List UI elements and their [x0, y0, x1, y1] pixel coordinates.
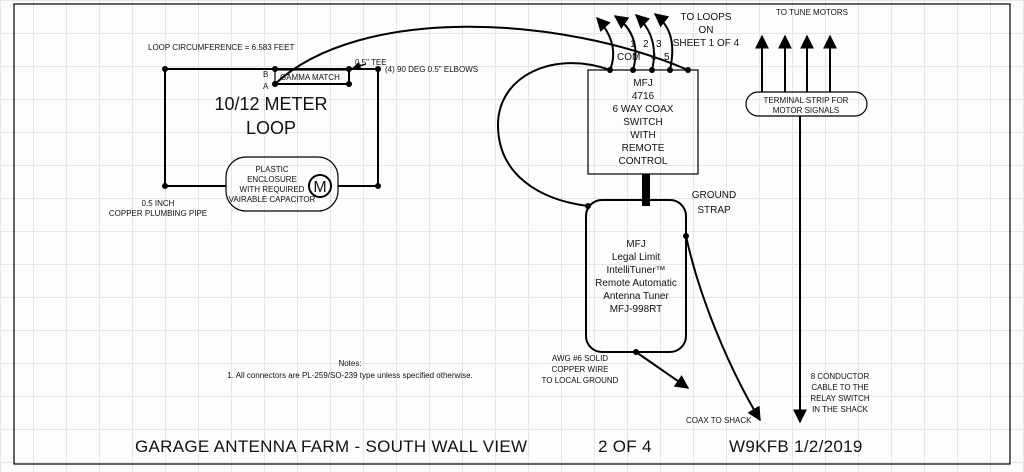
port-b-label: B [263, 70, 268, 79]
ground-strap-line-1: GROUND [692, 190, 736, 201]
switch-line-2: 4716 [632, 91, 655, 102]
coax-to-shack-label: COAX TO SHACK [686, 416, 752, 425]
loop-feed-coax [274, 25, 689, 85]
enclosure-line-1: PLASTIC [255, 165, 289, 174]
port-number-4: 4 [651, 52, 657, 63]
port-number-1: 1 [630, 39, 636, 50]
loop-circumference-label: LOOP CIRCUMFERENCE = 6.583 FEET [148, 43, 294, 52]
enclosure-line-4: VAIRABLE CAPACITOR [229, 195, 316, 204]
footer-sheet: 2 OF 4 [598, 437, 652, 456]
cable-line-4: IN THE SHACK [812, 405, 869, 414]
switch-line-5: WITH [630, 130, 656, 141]
tuner-line-4: Remote Automatic [595, 278, 677, 289]
awg-line-1: AWG #6 SOLID [552, 354, 608, 363]
to-loops-line-2: ON [699, 25, 714, 36]
port-number-3: 3 [656, 39, 662, 50]
ground-wire-arrow [635, 351, 690, 389]
antenna-tuner-box [585, 199, 687, 353]
port-number-2: 2 [643, 39, 649, 50]
tuner-line-5: Antenna Tuner [603, 291, 669, 302]
coax-to-shack-arrow [685, 235, 761, 422]
cable-line-3: RELAY SWITCH [810, 394, 869, 403]
motor-icon [308, 174, 332, 198]
terminal-strip-line-2: MOTOR SIGNALS [773, 106, 840, 115]
enclosure-line-3: WITH REQUIRED [240, 185, 305, 194]
switch-line-1: MFJ [633, 78, 652, 89]
terminal-strip-line-1: TERMINAL STRIP FOR [764, 96, 849, 105]
switch-to-tuner-coax [496, 62, 611, 207]
to-loops-line-1: TO LOOPS [681, 12, 732, 23]
awg-line-3: TO LOCAL GROUND [542, 376, 619, 385]
switch-line-4: SWITCH [623, 117, 662, 128]
switch-line-6: REMOTE [622, 143, 665, 154]
pipe-label-line-1: 0.5 INCH [142, 199, 175, 208]
elbows-label: (4) 90 DEG 0.5" ELBOWS [385, 65, 478, 74]
notes-title: Notes: [338, 359, 361, 368]
cable-line-2: CABLE TO THE [811, 383, 868, 392]
ground-strap [642, 174, 650, 206]
capacitor-enclosure [225, 156, 339, 212]
terminal-strip-box [745, 91, 868, 117]
port-number-5: 5 [664, 52, 670, 63]
ground-strap-line-2: STRAP [697, 205, 731, 216]
tuner-line-3: IntelliTuner™ [606, 265, 665, 276]
loop-port-arrows [596, 13, 674, 71]
motor-symbol: M [313, 179, 326, 196]
port-a-label: A [263, 82, 269, 91]
loop-title-line-1: 10/12 METER [214, 94, 327, 114]
tee-label: 0.5" TEE [355, 58, 387, 67]
awg-line-2: COPPER WIRE [552, 365, 609, 374]
tuner-line-2: Legal Limit [612, 252, 661, 263]
notes-item-1: 1. All connectors are PL-259/SO-239 type… [227, 371, 472, 380]
loop-title-line-2: LOOP [246, 118, 296, 138]
sheet-border [13, 3, 1011, 465]
switch-line-3: 6 WAY COAX [613, 104, 674, 115]
com-label: COM [617, 52, 640, 63]
footer-title: GARAGE ANTENNA FARM - SOUTH WALL VIEW [135, 437, 527, 456]
enclosure-line-2: ENCLOSURE [247, 175, 297, 184]
tuner-line-1: MFJ [626, 239, 645, 250]
footer-author: W9KFB 1/2/2019 [729, 437, 863, 456]
tuner-line-6: MFJ-998RT [610, 304, 663, 315]
gamma-match-label: GAMMA MATCH [280, 73, 340, 82]
pipe-label-line-2: COPPER PLUMBING PIPE [109, 209, 207, 218]
to-loops-line-3: SHEET 1 OF 4 [673, 38, 740, 49]
switch-line-7: CONTROL [619, 156, 668, 167]
motor-signal-arrows [755, 34, 837, 92]
to-tune-motors-label: TO TUNE MOTORS [776, 8, 848, 17]
cable-line-1: 8 CONDUCTOR [811, 372, 870, 381]
